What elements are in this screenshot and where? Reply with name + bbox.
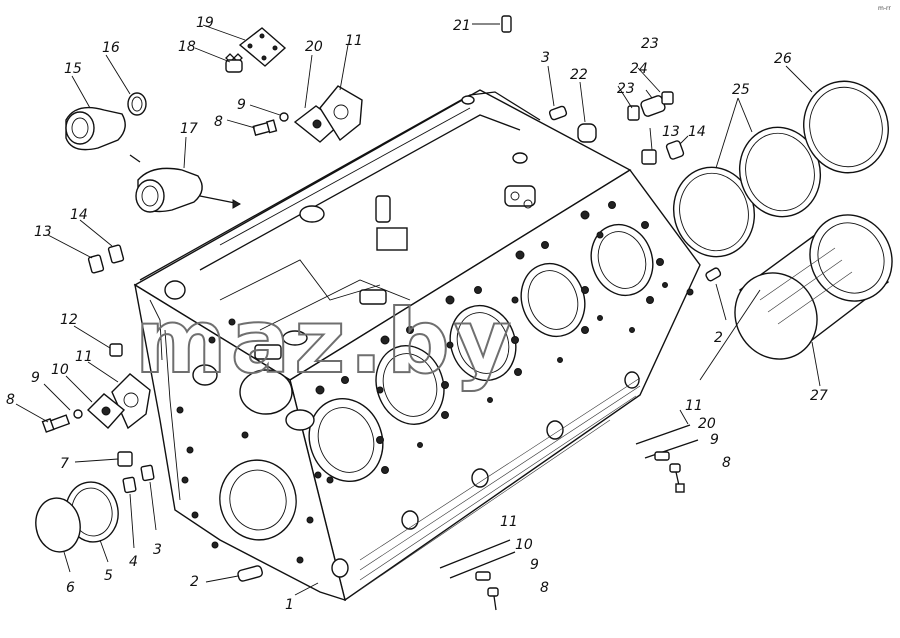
part-11-flange-left [111, 373, 151, 430]
part-11-rod-bottom [439, 539, 511, 569]
leader-lines [15, 23, 821, 596]
part-8-bolt-right [669, 463, 685, 493]
part-14-plug-right [665, 140, 685, 160]
label-3-left: 3 [153, 542, 162, 558]
label-2-right: 2 [714, 330, 723, 346]
part-15-elbow-pipe [65, 106, 126, 151]
part-8-bolt-left [41, 414, 71, 433]
part-6-cap [35, 497, 81, 553]
label-16: 16 [102, 40, 120, 56]
label-14-right: 14 [688, 124, 706, 140]
part-9-nut-right [654, 451, 670, 461]
label-13-right: 13 [662, 124, 680, 140]
part-26-seal-ring [803, 80, 889, 174]
label-8-right: 8 [722, 455, 731, 471]
label-14-left: 14 [70, 207, 88, 223]
part-8-bolt-bottom [487, 587, 499, 611]
part-12-plug [109, 343, 123, 357]
label-20-upper: 20 [305, 39, 323, 55]
part-17-elbow-pipe [135, 167, 203, 213]
block-side-shading [359, 377, 641, 591]
part-25-seal-rings [672, 126, 822, 258]
part-7-plug [117, 451, 133, 467]
label-8-upper: 8 [214, 114, 223, 130]
label-25: 25 [732, 82, 750, 98]
part-22-bush [577, 123, 597, 143]
label-6: 6 [66, 580, 75, 596]
part-10-plate [86, 393, 126, 429]
label-9-right: 9 [710, 432, 719, 448]
label-11-upper: 11 [345, 33, 363, 49]
part-9-washer-left [73, 409, 83, 419]
part-10-rod-bottom [449, 551, 516, 579]
part-11-flange [319, 85, 363, 142]
part-20-rod-right [644, 439, 699, 459]
label-19: 19 [196, 15, 214, 31]
callout-labels: 19 18 20 11 9 8 16 15 17 13 14 12 11 10 … [6, 15, 828, 613]
part-4-pin [122, 476, 137, 494]
label-11-bottom: 11 [500, 514, 518, 530]
label-11-left: 11 [75, 349, 93, 365]
label-23-mid: 23 [617, 81, 635, 97]
part-14-plug [107, 244, 125, 264]
label-8-bottom: 8 [540, 580, 549, 596]
label-12: 12 [60, 312, 78, 328]
label-13-left: 13 [34, 224, 52, 240]
part-3-pin [140, 464, 155, 482]
watermark-text: maz.by [135, 290, 515, 393]
label-17: 17 [180, 121, 198, 137]
part-2-dowel [237, 565, 263, 582]
part-2-dowel-right [705, 267, 722, 282]
label-5: 5 [104, 568, 113, 584]
cylinder-bores [239, 223, 654, 483]
part-8-bolt [252, 119, 278, 137]
label-23-top: 23 [641, 36, 659, 52]
label-8-left: 8 [6, 392, 15, 408]
part-11-rod-right [635, 424, 691, 445]
label-21: 21 [453, 18, 471, 34]
cylinder-block [133, 89, 701, 602]
label-9-bottom: 9 [530, 557, 539, 573]
label-11-right: 11 [685, 398, 703, 414]
label-18: 18 [178, 39, 196, 55]
head-bolt-holes [315, 201, 694, 484]
label-9-upper: 9 [237, 97, 246, 113]
part-13-plug [87, 254, 105, 274]
label-3-top: 3 [541, 50, 550, 66]
label-22: 22 [570, 67, 588, 83]
label-10-bottom: 10 [515, 537, 533, 553]
label-20-right: 20 [698, 416, 716, 432]
label-27: 27 [810, 388, 828, 404]
label-15: 15 [64, 61, 82, 77]
part-9-nut-bottom [475, 571, 491, 581]
label-1: 1 [285, 597, 294, 613]
part-23-24-fittings [627, 91, 674, 121]
part-18-spring [225, 53, 243, 73]
part-13-plug-right [641, 149, 657, 165]
label-2-bottom: 2 [190, 574, 199, 590]
part-27-cylinder-liner [734, 214, 893, 360]
part-16-seal-ring [127, 92, 147, 116]
label-10-left: 10 [51, 362, 69, 378]
corner-mark: m-rr [878, 5, 891, 12]
label-24: 24 [630, 61, 648, 77]
label-26: 26 [774, 51, 792, 67]
label-7: 7 [60, 456, 69, 472]
label-9-left: 9 [31, 370, 40, 386]
part-3-dowel-top [548, 105, 568, 121]
part-21-pin [501, 15, 512, 33]
part-19-cover-plate [238, 27, 287, 67]
part-9-washer [279, 112, 289, 122]
label-4: 4 [129, 554, 138, 570]
